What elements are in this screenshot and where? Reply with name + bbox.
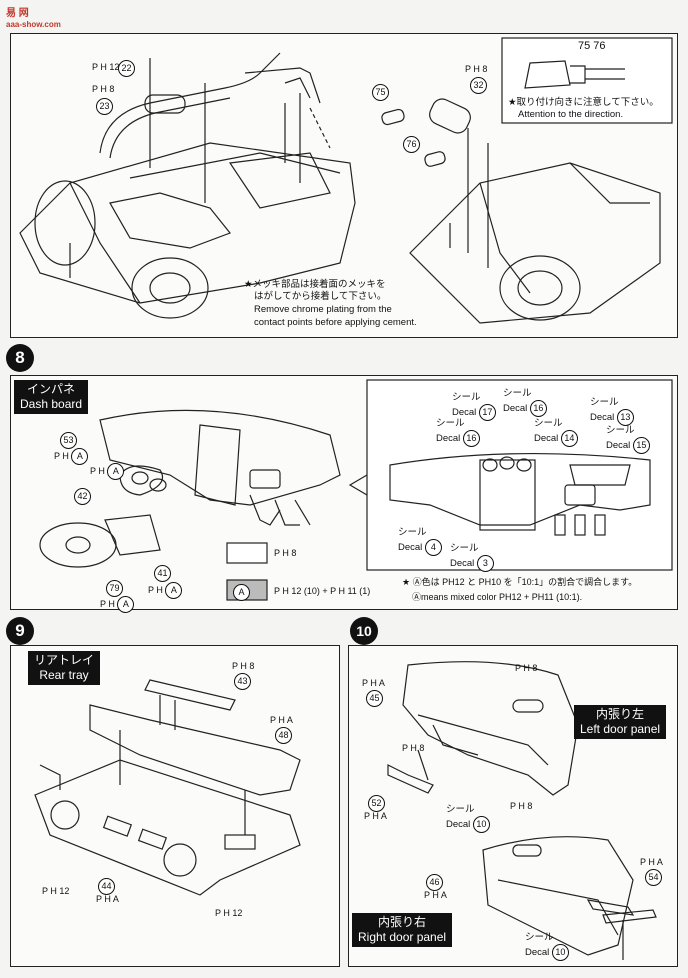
paint-ph8-52: P H 8 <box>402 743 425 753</box>
paint-ph-a-53: P H A <box>54 448 89 465</box>
legend-mix-key: A <box>233 584 250 601</box>
part-23: 23 <box>96 98 113 115</box>
step10-drawing <box>387 661 657 960</box>
paint-pha-54: P H A <box>640 857 663 867</box>
legend-plain-label: P H 8 <box>274 548 297 558</box>
part-48: 48 <box>275 727 292 744</box>
chrome-note-en-2: contact points before applying cement. <box>254 317 417 328</box>
paint-ph8-right: P H 8 <box>465 64 488 74</box>
mix-note-en: Ⓐmeans mixed color PH12 + PH11 (10:1). <box>412 592 583 602</box>
step7-drawing <box>19 37 673 324</box>
part-44: 44 <box>98 878 115 895</box>
direction-note-jp: ★取り付け向きに注意して下さい。 <box>508 97 659 108</box>
direction-note-en: Attention to the direction. <box>518 109 624 120</box>
paint-ph12: P H 12 <box>92 62 120 72</box>
paint-ph8: P H 8 <box>92 84 115 94</box>
legend-mix-label: P H 12 (10) + P H 11 (1) <box>274 586 371 596</box>
part-22: 22 <box>118 60 135 77</box>
paint-ph8-door-right: P H 8 <box>510 801 533 811</box>
chrome-note-jp-1: ★メッキ部品は接着面のメッキを <box>244 279 386 290</box>
paint-pha-44: P H A <box>96 894 119 904</box>
step8-drawing <box>39 379 673 601</box>
part-79: 79 <box>106 580 123 597</box>
part-75-76: 75 76 <box>578 40 606 52</box>
part-42: 42 <box>74 488 91 505</box>
part-32: 32 <box>470 77 487 94</box>
part-43: 43 <box>234 673 251 690</box>
part-53: 53 <box>60 432 77 449</box>
step9-drawing <box>34 679 301 896</box>
paint-pha-45: P H A <box>362 678 385 688</box>
part-41: 41 <box>154 565 171 582</box>
part-52: 52 <box>368 795 385 812</box>
mix-note-jp: ★ Ⓐ色は PH12 と PH10 を「10:1」の割合で調合します。 <box>402 577 638 587</box>
part-46: 46 <box>426 874 443 891</box>
paint-ph12-right: P H 12 <box>215 908 243 918</box>
step8-number: 8 <box>6 344 34 372</box>
paint-ph-a-79: P H A <box>100 596 135 613</box>
paint-ph-a-41: P H A <box>148 582 183 599</box>
chrome-note-en-1: Remove chrome plating from the <box>254 304 392 315</box>
paint-ph-a-42: P H A <box>90 463 125 480</box>
part-75: 75 <box>372 84 389 101</box>
chrome-note-jp-2: はがしてから接着して下さい。 <box>254 291 387 302</box>
part-54: 54 <box>645 869 662 886</box>
paint-ph8-43: P H 8 <box>232 661 255 671</box>
paint-pha-46: P H A <box>424 890 447 900</box>
part-45: 45 <box>366 690 383 707</box>
part-76: 76 <box>403 136 420 153</box>
paint-pha-48: P H A <box>270 715 293 725</box>
paint-ph8-door-left: P H 8 <box>515 663 538 673</box>
step9-number: 9 <box>6 617 34 645</box>
paint-pha-52: P H A <box>364 811 387 821</box>
step9-panel <box>10 645 340 967</box>
step10-number: 10 <box>350 617 378 645</box>
paint-ph12-left: P H 12 <box>42 886 70 896</box>
